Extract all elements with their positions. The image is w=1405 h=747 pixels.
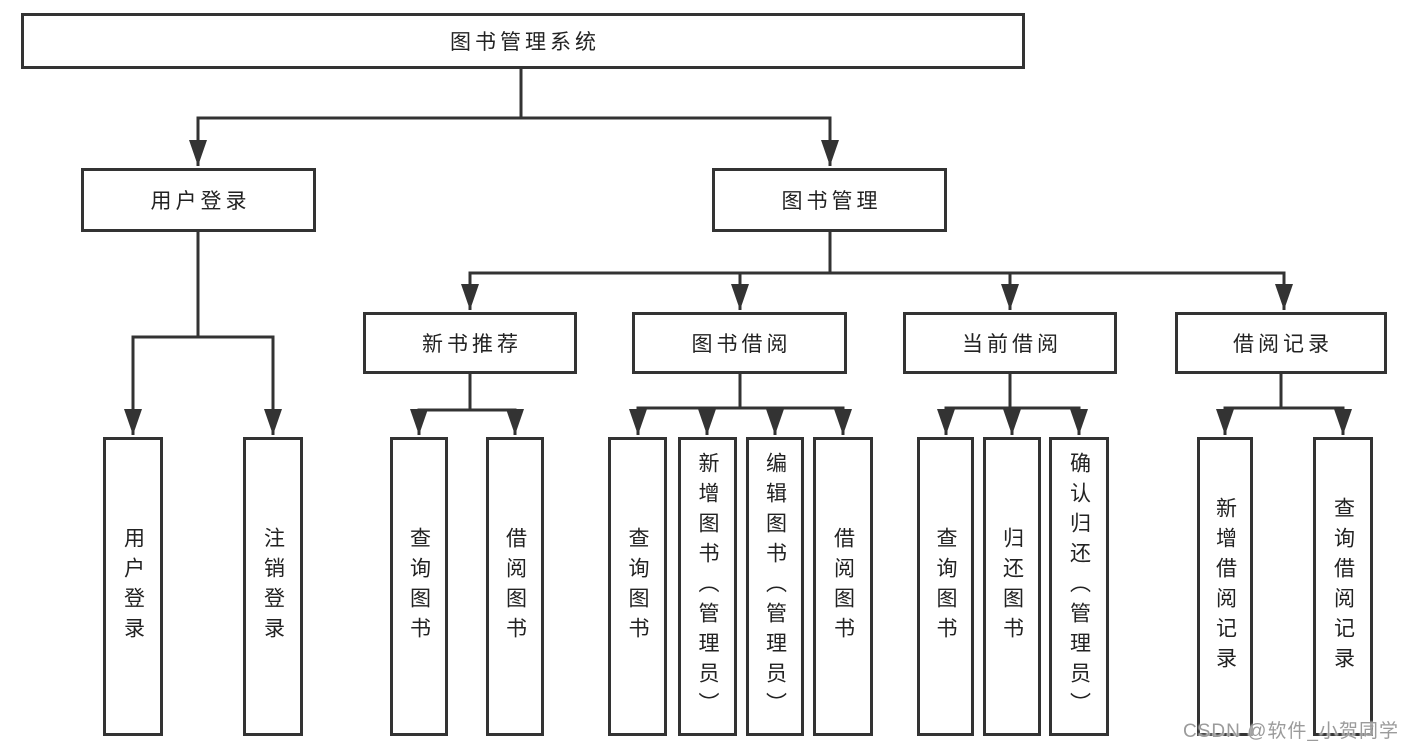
node-add-book-admin: 新增图书（管理员）: [678, 437, 737, 736]
node-book-management: 图书管理: [712, 168, 947, 232]
node-logout: 注销登录: [243, 437, 303, 736]
node-label: 编辑图书（管理员）: [763, 451, 787, 722]
node-label: 借阅图书: [831, 526, 855, 647]
node-label: 新增图书（管理员）: [696, 451, 719, 722]
node-label: 用户登录: [121, 526, 145, 647]
node-label: 查询借阅记录: [1331, 496, 1355, 677]
node-label: 归还图书: [1000, 526, 1024, 647]
node-borrow-books: 借阅图书: [813, 437, 873, 736]
node-return-books: 归还图书: [983, 437, 1041, 736]
node-borrowing-records: 借阅记录: [1175, 312, 1387, 374]
node-label: 图书管理: [781, 190, 882, 213]
node-label: 图书借阅: [691, 333, 792, 356]
node-edit-book-admin: 编辑图书（管理员）: [746, 437, 804, 736]
node-label: 图书管理系统: [450, 31, 600, 54]
node-label: 注销登录: [261, 526, 285, 647]
node-label: 查询图书: [626, 526, 649, 647]
node-current-borrowing: 当前借阅: [903, 312, 1117, 374]
node-query-borrowing-record: 查询借阅记录: [1313, 437, 1373, 736]
node-label: 新增借阅记录: [1213, 496, 1237, 677]
node-user-login-group: 用户登录: [81, 168, 316, 232]
node-borrow-books-recommend: 借阅图书: [486, 437, 544, 736]
node-label: 确认归还（管理员）: [1067, 451, 1091, 722]
node-label: 当前借阅: [962, 333, 1062, 356]
node-new-book-recommendation: 新书推荐: [363, 312, 577, 374]
node-label: 借阅图书: [503, 526, 527, 647]
node-label: 新书推荐: [422, 333, 522, 356]
node-add-borrowing-record: 新增借阅记录: [1197, 437, 1253, 736]
node-confirm-return-admin: 确认归还（管理员）: [1049, 437, 1109, 736]
node-library-management-system: 图书管理系统: [21, 13, 1025, 69]
node-query-books-borrow: 查询图书: [608, 437, 667, 736]
watermark: CSDN @软件_小贺同学: [1183, 721, 1399, 742]
node-query-books-current: 查询图书: [917, 437, 974, 736]
node-label: 用户登录: [150, 190, 251, 213]
node-label: 借阅记录: [1233, 333, 1333, 356]
node-label: 查询图书: [407, 526, 431, 647]
node-query-books-recommend: 查询图书: [390, 437, 448, 736]
node-label: 查询图书: [934, 526, 957, 647]
node-user-login: 用户登录: [103, 437, 163, 736]
node-book-borrowing: 图书借阅: [632, 312, 847, 374]
